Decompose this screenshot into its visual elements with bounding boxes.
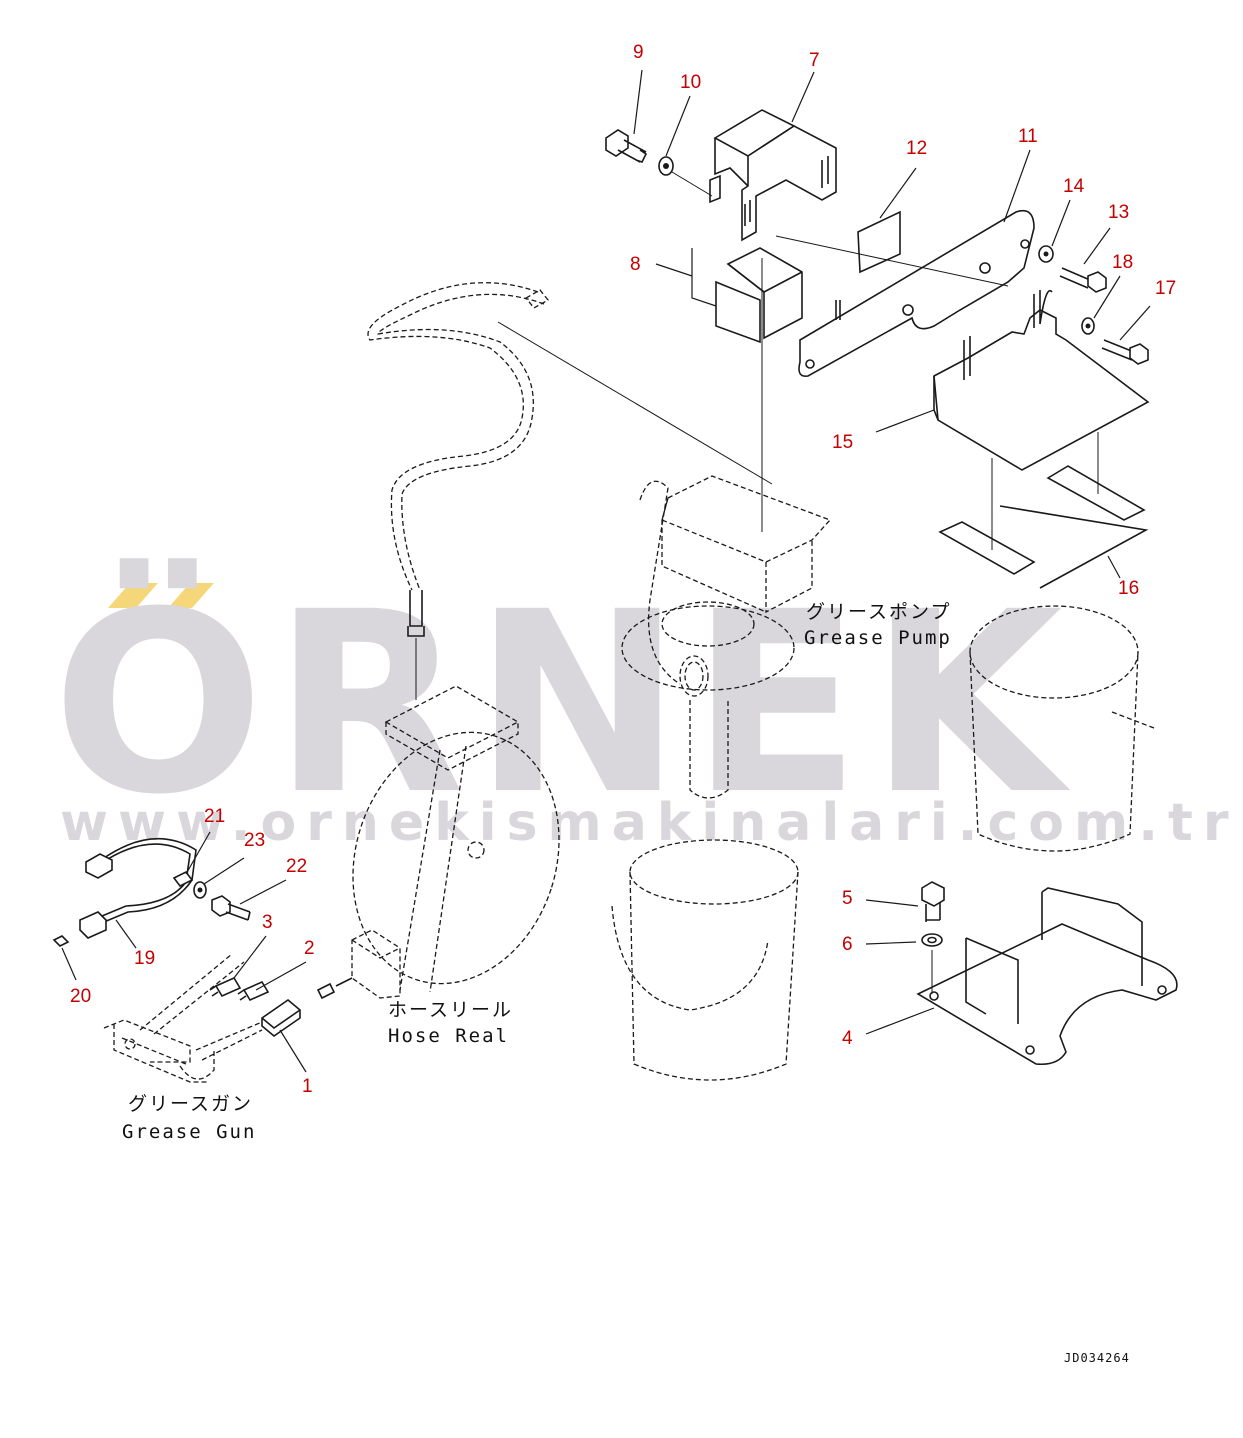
callout-6: 6 xyxy=(842,934,853,955)
leader-lines xyxy=(61,69,1151,1073)
grease-pump-label-en: Grease Pump xyxy=(804,627,952,649)
part-7-bracket xyxy=(709,109,837,242)
grease-pump xyxy=(621,475,832,799)
part-5-bolt xyxy=(921,881,945,922)
part-22-bolt xyxy=(211,895,251,921)
grease-pump-label-jp: グリースポンプ xyxy=(806,601,951,623)
bucket-1 xyxy=(611,839,799,1081)
part-20-clip xyxy=(52,935,70,947)
callout-13: 13 xyxy=(1108,202,1129,223)
watermark: ÖRNEK www.ornekismakinalari.com.tr xyxy=(52,558,1238,853)
callout-12: 12 xyxy=(906,138,927,159)
callout-1: 1 xyxy=(302,1076,313,1097)
callout-19: 19 xyxy=(134,948,155,969)
part-6-washer xyxy=(921,933,943,947)
part-12-pad xyxy=(857,210,901,274)
hose-reel-label-jp: ホースリール xyxy=(388,999,513,1021)
part-2-nipple xyxy=(237,980,270,1002)
callout-numbers: 9 10 7 8 11 12 14 13 18 17 15 16 5 6 4 1… xyxy=(70,42,1176,1097)
callout-11: 11 xyxy=(1018,126,1038,147)
callout-10: 10 xyxy=(680,72,701,93)
grease-gun-label-jp: グリースガン xyxy=(128,1093,253,1115)
part-9-bolt xyxy=(605,129,648,163)
callout-20: 20 xyxy=(70,986,91,1007)
part-11-plate xyxy=(798,209,1035,378)
callout-15: 15 xyxy=(832,432,853,453)
callout-17: 17 xyxy=(1155,278,1176,299)
hose-reel-label-en: Hose Real xyxy=(388,1025,509,1047)
callout-9: 9 xyxy=(633,42,644,63)
callout-21: 21 xyxy=(204,806,225,827)
drawing-code: JD034264 xyxy=(1064,1351,1130,1365)
watermark-accent-left xyxy=(108,583,158,608)
grease-gun xyxy=(103,953,263,1083)
callout-18: 18 xyxy=(1112,252,1133,273)
callout-4: 4 xyxy=(842,1028,853,1049)
part-13-bolt xyxy=(1059,267,1107,293)
part-4-stand xyxy=(916,887,1178,1066)
callout-14: 14 xyxy=(1063,176,1085,197)
watermark-accent-right xyxy=(168,583,214,608)
part-8-pads xyxy=(715,247,803,344)
part-10-washer xyxy=(658,156,674,176)
callout-2: 2 xyxy=(304,938,315,959)
part-3-nipple xyxy=(209,976,242,998)
callout-7: 7 xyxy=(809,50,820,71)
part-18-washer xyxy=(1081,317,1095,335)
part-23-washer xyxy=(193,881,207,899)
callout-8: 8 xyxy=(630,254,641,275)
part-17-bolt xyxy=(1101,339,1149,365)
part-1-coupler xyxy=(261,998,301,1038)
grease-gun-label-en: Grease Gun xyxy=(122,1121,256,1143)
watermark-brand: ÖRNEK xyxy=(52,558,1071,849)
part-19-harness xyxy=(79,837,197,939)
bucket-2 xyxy=(969,605,1155,852)
hose-reel xyxy=(351,685,560,999)
callout-5: 5 xyxy=(842,888,853,909)
captions: グリースポンプ Grease Pump ホースリール Hose Real グリー… xyxy=(122,601,1130,1365)
watermark-url: www.ornekismakinalari.com.tr xyxy=(60,793,1238,853)
part-14-washer xyxy=(1038,245,1054,263)
callout-22: 22 xyxy=(286,856,307,877)
part-16-pads xyxy=(938,465,1149,589)
part-15-bracket xyxy=(933,289,1150,471)
callout-23: 23 xyxy=(244,830,265,851)
upper-hose xyxy=(367,282,549,637)
callout-3: 3 xyxy=(262,912,273,933)
callout-16: 16 xyxy=(1118,578,1139,599)
